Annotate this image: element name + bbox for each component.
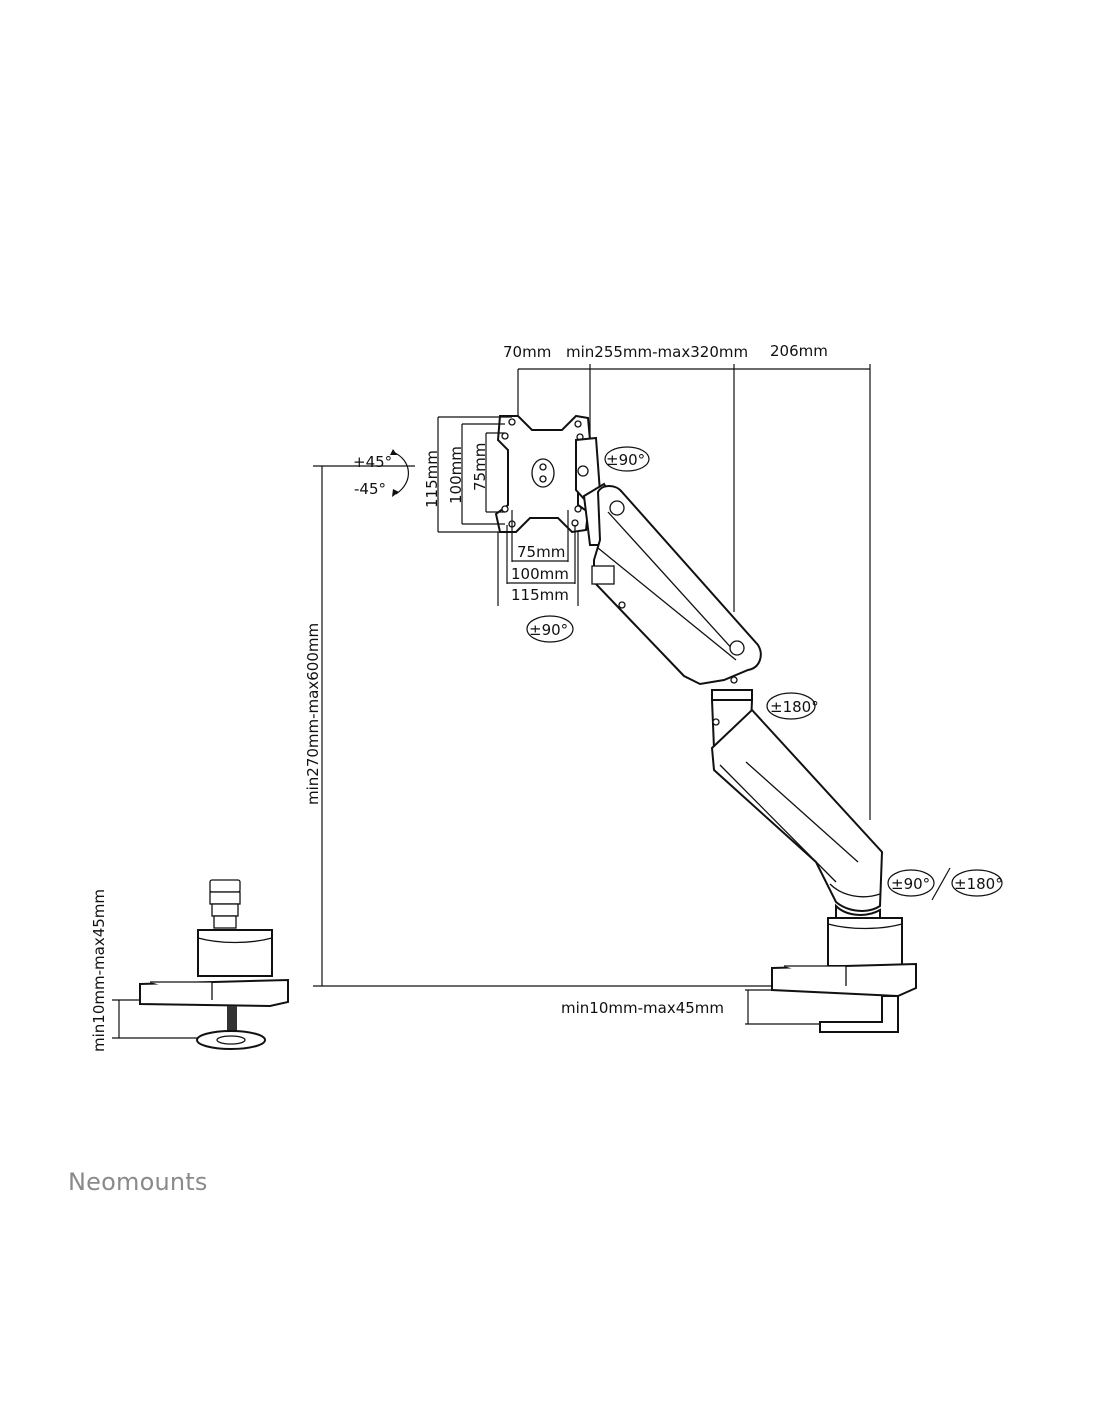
rotate-plate-label: ±90° xyxy=(606,451,645,469)
vesa-vertical-dims xyxy=(437,416,512,533)
tilt-arrow-icon xyxy=(392,451,410,495)
lower-arm xyxy=(710,708,884,912)
desk-thickness-right-label: min10mm-max45mm xyxy=(561,999,724,1017)
height-range-label: min270mm-max600mm xyxy=(304,623,322,805)
dim-70mm: 70mm xyxy=(503,343,551,361)
vesa-horizontal-dims xyxy=(497,510,579,606)
base-swivel-label: ±180° xyxy=(954,875,1003,893)
tilt-down-label: -45° xyxy=(354,480,386,498)
vesa-w-75: 75mm xyxy=(517,543,565,561)
separator-slash xyxy=(931,867,951,901)
vesa-h-75: 75mm xyxy=(471,443,489,491)
base-rotate-label: ±90° xyxy=(891,875,930,893)
vesa-w-115: 115mm xyxy=(511,586,569,604)
swivel-mid-icon xyxy=(766,692,816,720)
upper-arm xyxy=(591,485,762,686)
base-rotate-icon xyxy=(887,869,935,897)
swivel-mid-label: ±180° xyxy=(770,698,819,716)
vesa-h-100: 100mm xyxy=(447,446,465,504)
base-swivel-icon xyxy=(951,869,1003,897)
right-base xyxy=(771,903,917,1033)
rotate-head-icon xyxy=(526,615,574,643)
dim-reach: min255mm-max320mm xyxy=(566,343,748,361)
desk-thickness-left-label: min10mm-max45mm xyxy=(90,889,108,1052)
dim-206mm: 206mm xyxy=(770,342,828,360)
vesa-w-100: 100mm xyxy=(511,565,569,583)
left-clamp xyxy=(139,879,289,1050)
vesa-plate xyxy=(494,414,592,534)
brand-logo: Neomounts xyxy=(68,1168,208,1196)
tilt-arrowheads-icon xyxy=(390,449,399,497)
tilt-up-label: +45° xyxy=(353,453,392,471)
rotate-head-label: ±90° xyxy=(529,621,568,639)
rotate-plate-icon xyxy=(604,446,650,472)
desk-thickness-left xyxy=(112,999,198,1039)
vesa-h-115: 115mm xyxy=(423,450,441,508)
height-dimension xyxy=(313,465,772,987)
top-dimension-lines xyxy=(517,364,871,820)
desk-thickness-right xyxy=(745,989,820,1025)
